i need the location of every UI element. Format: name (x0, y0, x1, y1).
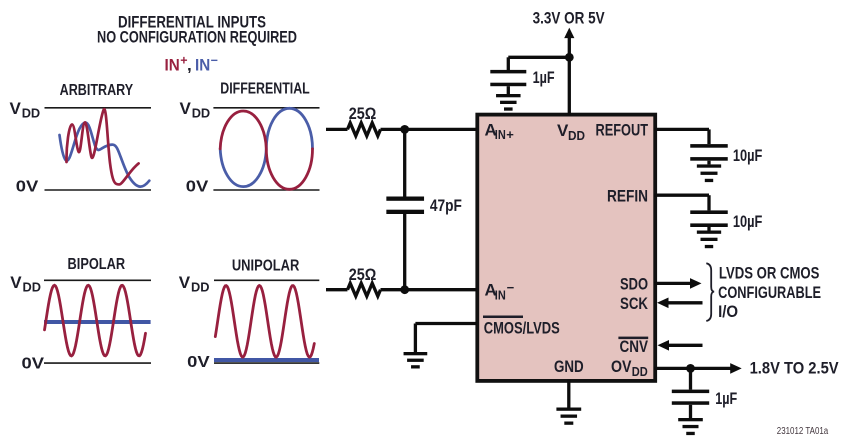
svg-text:CNV: CNV (620, 337, 649, 356)
svg-text:V: V (10, 273, 22, 292)
svg-text:231012 TA01a: 231012 TA01a (777, 426, 829, 437)
svg-text:,: , (187, 56, 192, 75)
svg-text:1.8V TO 2.5V: 1.8V TO 2.5V (750, 359, 840, 378)
svg-text:IN: IN (195, 56, 210, 75)
svg-text:DD: DD (191, 280, 210, 295)
svg-text:3.3V OR 5V: 3.3V OR 5V (533, 9, 606, 28)
svg-text:IN: IN (165, 56, 180, 75)
svg-text:10µF: 10µF (733, 146, 763, 165)
svg-text:V: V (180, 99, 192, 118)
svg-text:UNIPOLAR: UNIPOLAR (232, 258, 300, 275)
svg-text:V: V (557, 121, 569, 140)
svg-text:10µF: 10µF (733, 212, 763, 231)
svg-text:CMOS/LVDS: CMOS/LVDS (484, 319, 560, 338)
svg-text:0V: 0V (186, 178, 209, 195)
svg-text:0V: 0V (22, 356, 45, 373)
svg-text:DD: DD (22, 106, 41, 121)
svg-text:A: A (485, 120, 497, 139)
svg-text:REFIN: REFIN (607, 186, 648, 205)
svg-text:47pF: 47pF (430, 196, 462, 215)
svg-text:NO CONFIGURATION REQUIRED: NO CONFIGURATION REQUIRED (97, 27, 297, 46)
svg-text:+: + (180, 54, 187, 68)
svg-text:1µF: 1µF (715, 389, 737, 408)
svg-text:−: − (211, 54, 218, 68)
svg-text:OV: OV (611, 357, 632, 376)
svg-text:0V: 0V (16, 178, 39, 195)
svg-text:ARBITRARY: ARBITRARY (60, 82, 134, 99)
svg-text:25Ω: 25Ω (349, 104, 377, 123)
svg-text:1µF: 1µF (533, 68, 555, 87)
svg-text:IN: IN (495, 127, 506, 142)
svg-text:DIFFERENTIAL: DIFFERENTIAL (220, 81, 310, 98)
svg-text:BIPOLAR: BIPOLAR (68, 256, 126, 273)
svg-text:25Ω: 25Ω (349, 265, 377, 284)
svg-text:SDO: SDO (620, 275, 648, 294)
svg-text:CONFIGURABLE: CONFIGURABLE (718, 283, 821, 302)
svg-text:−: − (507, 280, 515, 295)
svg-text:GND: GND (554, 357, 584, 376)
svg-text:LVDS OR CMOS: LVDS OR CMOS (719, 263, 820, 282)
svg-text:DD: DD (23, 280, 42, 295)
svg-text:DD: DD (632, 364, 648, 379)
svg-text:0V: 0V (187, 354, 210, 371)
svg-text:V: V (10, 99, 22, 118)
svg-text:I/O: I/O (718, 302, 738, 321)
svg-text:DD: DD (568, 128, 585, 143)
svg-text:V: V (179, 273, 191, 292)
svg-text:IN: IN (495, 287, 506, 302)
svg-text:DD: DD (192, 106, 211, 121)
svg-text:A: A (485, 281, 497, 300)
svg-text:DIFFERENTIAL INPUTS: DIFFERENTIAL INPUTS (118, 13, 266, 32)
svg-text:REFOUT: REFOUT (596, 120, 649, 139)
svg-text:SCK: SCK (620, 294, 649, 313)
svg-text:+: + (506, 127, 514, 142)
